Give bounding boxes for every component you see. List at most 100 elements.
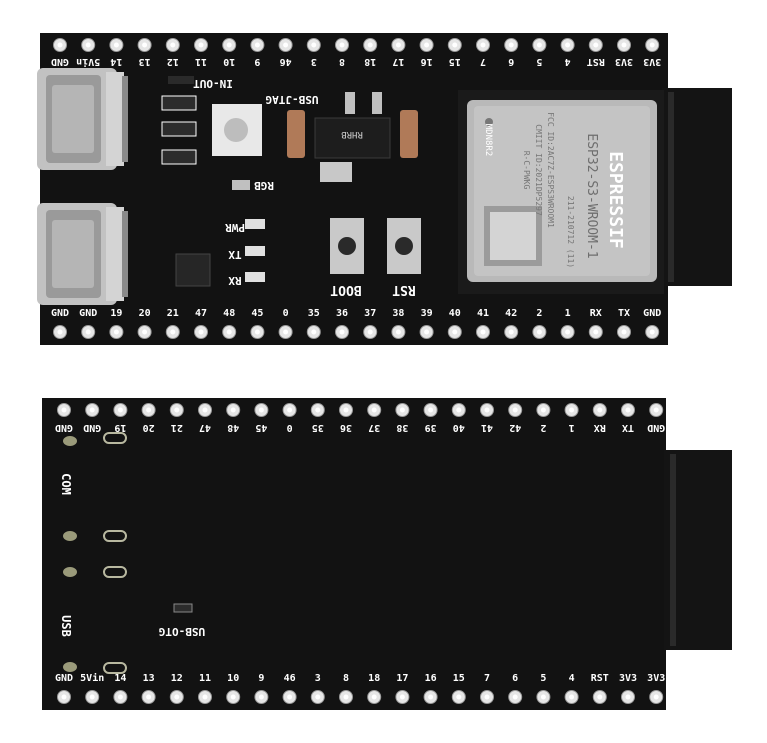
pin-label: GND: [51, 56, 69, 67]
pin-label: GND: [647, 422, 665, 433]
esp32-module: [458, 90, 664, 294]
pin-label: 2: [536, 308, 542, 319]
capacitor: [287, 110, 305, 158]
module-model: ESP32-S3-WROOM-1: [584, 133, 599, 258]
pin-label: 38: [392, 308, 404, 319]
pin-label: 5Vin: [80, 672, 104, 684]
pin-label: 36: [336, 308, 348, 319]
pin-label: 36: [340, 422, 352, 433]
pin-label: 13: [139, 56, 151, 67]
pin-label: 20: [143, 422, 155, 433]
pin-label: 3V3: [647, 673, 665, 684]
pin-label: GND: [51, 308, 69, 319]
in-out-label: IN-OUT: [193, 77, 233, 90]
pin-label: 6: [512, 673, 518, 684]
pin-label: 11: [195, 56, 207, 67]
pin-label: RST: [587, 56, 605, 67]
pin-label: GND: [83, 422, 101, 433]
pin-label: 10: [223, 56, 235, 67]
pin-label: 9: [258, 673, 264, 684]
pin-label: 45: [251, 308, 263, 319]
pin-label: 48: [223, 308, 235, 319]
pin-label: 10: [227, 673, 239, 684]
pin-label: 21: [167, 308, 179, 319]
pin-label: 18: [364, 56, 376, 67]
pin-label: 18: [368, 673, 380, 684]
pin-label: 45: [255, 422, 267, 433]
pin-label: 37: [368, 422, 380, 433]
diode: [161, 149, 197, 165]
pin-label: TX: [622, 422, 634, 433]
pin-label: RX: [594, 422, 606, 433]
pin-label: 1: [565, 308, 571, 319]
pin-label: 41: [477, 308, 489, 319]
usb-uart-chip: [175, 253, 211, 287]
pin-label: 6: [508, 56, 514, 67]
pin-label: 5: [540, 673, 546, 684]
pin-label: 7: [484, 673, 490, 684]
pin-label: GND: [79, 308, 97, 319]
pin-label: GND: [643, 308, 661, 319]
pin-label: 35: [312, 422, 324, 433]
pin-label: 14: [114, 673, 126, 684]
pin-label: 3V3: [643, 56, 661, 67]
pin-label: RST: [591, 673, 609, 684]
pin-label: 3V3: [615, 56, 633, 67]
usb-jtag-label: USB-JTAG: [265, 93, 318, 106]
pin-label: 15: [449, 56, 461, 67]
pin-label: 14: [110, 56, 122, 67]
pin-label: 12: [171, 673, 183, 684]
pin-label: 5: [536, 56, 542, 67]
usb-label: USB: [59, 615, 73, 637]
pin-label: 7: [480, 56, 486, 67]
usb-c-connector-top: [37, 68, 128, 170]
pin-label: 13: [143, 673, 155, 684]
pin-label: 39: [425, 422, 437, 433]
pin-label: 16: [421, 56, 433, 67]
pin-label: GND: [55, 673, 73, 684]
com-label: COM: [59, 473, 73, 495]
module-brand: ESPRESSIF: [605, 151, 626, 249]
pin-label: 39: [421, 308, 433, 319]
pin-label: 3: [315, 673, 321, 684]
pin-label: 21: [171, 422, 183, 433]
pin-label: 42: [505, 308, 517, 319]
pin-label: 20: [139, 308, 151, 319]
usb-otg-label: USB-OTG: [158, 625, 205, 638]
back-pcb: [42, 398, 666, 710]
diode: [161, 95, 197, 111]
pin-label: 42: [509, 422, 521, 433]
pwr-label: PWR: [225, 221, 245, 234]
pin-label: RX: [590, 308, 602, 319]
pin-label: 48: [227, 422, 239, 433]
module-side-code: MDN8R2: [483, 124, 493, 157]
boot-label: BOOT: [330, 282, 361, 297]
pin-label: 0: [287, 422, 293, 433]
pin-label: 46: [280, 56, 292, 67]
pin-label: 19: [114, 422, 126, 433]
usb-c-connector-bottom: [37, 203, 128, 305]
pin-label: 41: [481, 422, 493, 433]
pin-label: 15: [453, 673, 465, 684]
pin-label: 1: [569, 422, 575, 433]
pin-label: 3: [311, 56, 317, 67]
pin-label: 5Vin: [76, 56, 100, 68]
rx-label: RX: [228, 274, 242, 287]
rst-label: RST: [392, 282, 416, 297]
pin-label: 8: [339, 56, 345, 67]
pin-label: 4: [565, 56, 571, 67]
module-line: R-C-PWKG: [522, 151, 531, 190]
module-line: FCC ID:2AC7Z-ESPS3WROOM1: [546, 112, 555, 228]
pin-label: 8: [343, 673, 349, 684]
tx-label: TX: [228, 248, 242, 261]
pin-label: 17: [392, 56, 404, 67]
pin-label: 40: [449, 308, 461, 319]
voltage-regulator: [314, 117, 391, 159]
diode: [161, 121, 197, 137]
pin-label: 19: [110, 308, 122, 319]
pin-label: 35: [308, 308, 320, 319]
pin-label: 12: [167, 56, 179, 67]
module-line: 211-210712 (11): [566, 196, 575, 268]
